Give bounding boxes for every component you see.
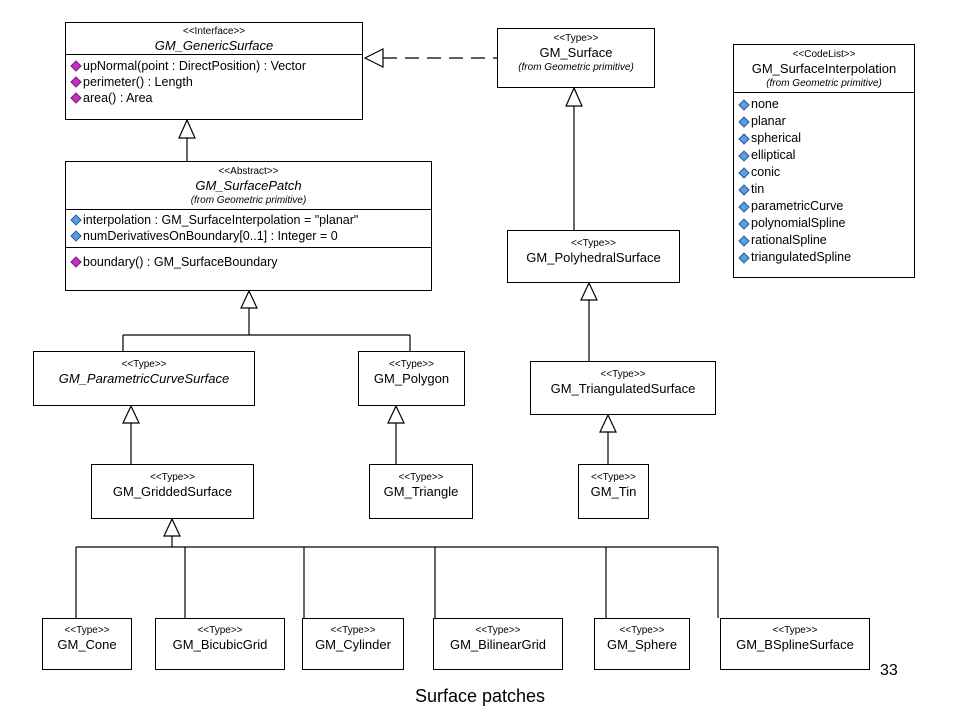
code-value: polynomialSpline [738, 215, 910, 232]
class-name: GM_TriangulatedSurface [550, 381, 696, 396]
class-gm-bicubic-grid: <<Type>> GM_BicubicGrid [155, 618, 285, 670]
stereotype: <<Type>> [600, 369, 646, 380]
class-name: GM_Polygon [373, 371, 450, 386]
code-value: rationalSpline [738, 232, 910, 249]
code-value: parametricCurve [738, 198, 910, 215]
code-value: conic [738, 164, 910, 181]
attribute-icon [738, 251, 750, 264]
class-gm-parametric-curve-surface: <<Type>> GM_ParametricCurveSurface [33, 351, 255, 406]
page-number: 33 [880, 662, 898, 679]
attribute-icon [738, 217, 750, 230]
package-note: (from Geometric primitive) [518, 62, 634, 73]
class-gm-triangulated-surface: <<Type>> GM_TriangulatedSurface [530, 361, 716, 415]
operation: boundary() : GM_SurfaceBoundary [70, 254, 427, 270]
class-gm-triangle: <<Type>> GM_Triangle [369, 464, 473, 519]
stereotype: <<Type>> [570, 238, 617, 249]
class-name: GM_Triangle [383, 484, 459, 499]
operation: area() : Area [70, 90, 358, 106]
stereotype: <<Type>> [772, 625, 818, 636]
generalization-arrowhead [565, 86, 583, 107]
class-name: GM_GriddedSurface [112, 484, 233, 499]
class-gm-polyhedral-surface: <<Type>> GM_PolyhedralSurface [507, 230, 680, 283]
stereotype: <<Type>> [330, 625, 376, 636]
generalization-arrowhead [122, 404, 140, 424]
class-name: GM_SurfaceInterpolation [751, 61, 897, 76]
stereotype: <<Type>> [149, 472, 196, 483]
class-name: GM_GenericSurface [154, 38, 274, 53]
class-name: GM_Surface [539, 45, 613, 60]
attribute-icon [70, 214, 82, 226]
code-value: triangulatedSpline [738, 249, 910, 266]
operation-icon [70, 256, 82, 268]
operation-icon [70, 60, 82, 72]
class-gm-polygon: <<Type>> GM_Polygon [358, 351, 465, 406]
class-name: GM_ParametricCurveSurface [58, 371, 230, 386]
class-gm-cone: <<Type>> GM_Cone [42, 618, 132, 670]
class-name: GM_Cone [57, 637, 117, 652]
operation: upNormal(point : DirectPosition) : Vecto… [70, 58, 358, 74]
code-value: tin [738, 181, 910, 198]
stereotype: <<Type>> [475, 625, 521, 636]
class-gm-gridded-surface: <<Type>> GM_GriddedSurface [91, 464, 254, 519]
generalization-arrowhead [387, 404, 405, 424]
stereotype: <<Interface>> [182, 26, 246, 37]
class-gm-surface-interpolation: <<CodeList>> GM_SurfaceInterpolation (fr… [733, 44, 915, 278]
class-gm-surface-patch: <<Abstract>> GM_SurfacePatch (from Geome… [65, 161, 432, 291]
package-note: (from Geometric primitive) [766, 78, 882, 89]
operation: perimeter() : Length [70, 74, 358, 90]
class-name: GM_SurfacePatch [195, 178, 302, 193]
attribute-icon [738, 98, 750, 111]
stereotype: <<Abstract>> [218, 166, 279, 177]
attribute-icon [738, 200, 750, 213]
attribute-icon [738, 115, 750, 128]
class-gm-generic-surface: <<Interface>> GM_GenericSurface upNormal… [65, 22, 363, 120]
attribute-icon [70, 230, 82, 242]
class-gm-bspline-surface: <<Type>> GM_BSplineSurface [720, 618, 870, 670]
stereotype: <<Type>> [197, 625, 243, 636]
operation-icon [70, 92, 82, 104]
stereotype: <<Type>> [64, 625, 110, 636]
generalization-arrowhead [580, 281, 598, 301]
class-gm-tin: <<Type>> GM_Tin [578, 464, 649, 519]
generalization-arrowhead [163, 517, 181, 537]
stereotype: <<Type>> [388, 359, 435, 370]
generalization-arrowhead [599, 413, 617, 433]
class-gm-surface: <<Type>> GM_Surface (from Geometric prim… [497, 28, 655, 88]
attribute-icon [738, 183, 750, 196]
code-value: planar [738, 113, 910, 130]
class-name: GM_Tin [590, 484, 637, 499]
class-name: GM_BicubicGrid [172, 637, 268, 652]
class-gm-sphere: <<Type>> GM_Sphere [594, 618, 690, 670]
class-gm-bilinear-grid: <<Type>> GM_BilinearGrid [433, 618, 563, 670]
stereotype: <<Type>> [121, 359, 167, 370]
code-value: elliptical [738, 147, 910, 164]
stereotype: <<CodeList>> [792, 49, 856, 60]
class-gm-cylinder: <<Type>> GM_Cylinder [302, 618, 404, 670]
attribute: interpolation : GM_SurfaceInterpolation … [70, 212, 427, 228]
code-value: spherical [738, 130, 910, 147]
attribute-icon [738, 149, 750, 162]
class-name: GM_Sphere [606, 637, 678, 652]
stereotype: <<Type>> [590, 472, 637, 483]
stereotype: <<Type>> [619, 625, 665, 636]
class-name: GM_Cylinder [315, 637, 391, 652]
package-note: (from Geometric primitive) [190, 195, 307, 206]
generalization-arrowhead [178, 118, 196, 139]
attribute-icon [738, 234, 750, 247]
generalization-arrowhead [240, 289, 258, 309]
class-name: GM_PolyhedralSurface [526, 250, 661, 265]
slide-caption: Surface patches [414, 686, 546, 706]
realization-arrowhead [363, 48, 384, 68]
stereotype: <<Type>> [553, 33, 599, 44]
operation-icon [70, 76, 82, 88]
attribute-icon [738, 132, 750, 145]
stereotype: <<Type>> [398, 472, 444, 483]
code-value: none [738, 96, 910, 113]
attribute: numDerivativesOnBoundary[0..1] : Integer… [70, 228, 427, 244]
class-name: GM_BilinearGrid [449, 637, 547, 652]
class-name: GM_BSplineSurface [736, 637, 854, 652]
attribute-icon [738, 166, 750, 179]
